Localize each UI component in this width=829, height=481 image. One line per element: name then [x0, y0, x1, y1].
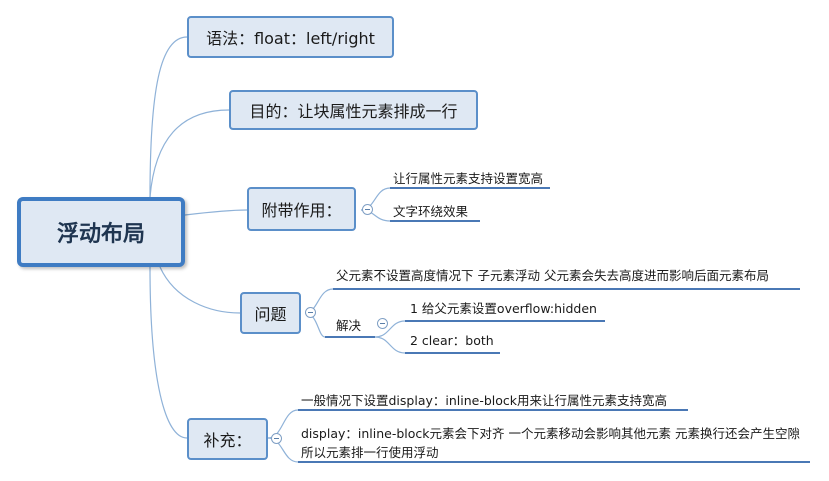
supplement-node[interactable]: 补充： [187, 418, 268, 460]
solution-child-2[interactable]: 2 clear：both [410, 333, 494, 348]
problem-description[interactable]: 父元素不设置高度情况下 子元素浮动 父元素会失去高度进而影响后面元素布局 [336, 268, 769, 283]
collapse-side-effect-icon[interactable] [362, 204, 373, 215]
syntax-label: 语法：float：left/right [206, 29, 375, 48]
collapse-supplement-icon[interactable] [271, 433, 282, 444]
supplement-child-1[interactable]: 一般情况下设置display：inline-block用来让行属性元素支持宽高 [301, 393, 668, 408]
purpose-node[interactable]: 目的：让块属性元素排成一行 [229, 90, 478, 130]
side-effect-node[interactable]: 附带作用： [247, 187, 356, 231]
collapse-solution-icon[interactable] [377, 318, 388, 329]
edge-solution-child-2 [374, 336, 406, 354]
problem-node[interactable]: 问题 [240, 292, 301, 334]
solution-node[interactable]: 解决 [336, 318, 362, 333]
supplement-child-2[interactable]: display：inline-block元素会下对齐 一个元素移动会影响其他元素… [301, 426, 800, 460]
side-effect-label: 附带作用： [261, 201, 342, 220]
root-node[interactable]: 浮动布局 [17, 197, 185, 267]
syntax-node[interactable]: 语法：float：left/right [187, 16, 394, 58]
edge-root-side-effect [184, 209, 248, 216]
edge-root-syntax [149, 36, 188, 198]
edge-root-supplement [149, 266, 188, 439]
purpose-label: 目的：让块属性元素排成一行 [249, 102, 458, 121]
edge-solution-child-1 [374, 320, 406, 338]
supplement-label: 补充： [203, 431, 252, 450]
collapse-problem-icon[interactable] [305, 307, 316, 318]
edge-root-purpose [149, 109, 230, 198]
side-effect-child-1[interactable]: 让行属性元素支持设置宽高 [393, 171, 544, 186]
solution-child-1[interactable]: 1 给父元素设置overflow:hidden [410, 301, 597, 316]
problem-label: 问题 [254, 305, 287, 324]
root-label: 浮动布局 [56, 222, 145, 247]
side-effect-child-2[interactable]: 文字环绕效果 [393, 204, 469, 219]
edge-root-problem [159, 266, 241, 314]
